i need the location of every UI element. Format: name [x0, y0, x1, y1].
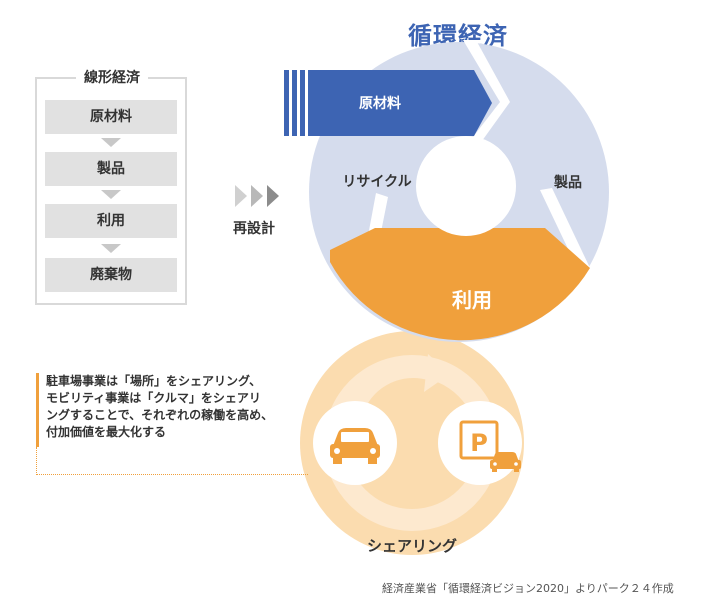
linear-step-waste: 廃棄物: [45, 258, 177, 292]
redesign-arrows-icon: [235, 185, 279, 207]
linear-step-product: 製品: [45, 152, 177, 186]
cycle-separator: [540, 188, 590, 274]
cycle-label-product: 製品: [553, 174, 582, 191]
note-connector: [36, 474, 308, 475]
cycle-separator: [463, 40, 510, 152]
note-connector: [36, 447, 37, 475]
sharing-label: シェアリング: [367, 537, 457, 555]
note-line: モビリティ事業は「クルマ」をシェアリ: [46, 391, 261, 405]
sharing-note: 駐車場事業は「場所」をシェアリング、 モビリティ事業は「クルマ」をシェアリ ング…: [36, 373, 294, 447]
redesign-label: 再設計: [233, 221, 275, 237]
raw-material-stripe: [300, 70, 305, 136]
car-icon: [313, 401, 397, 485]
sharing-swoosh-arrowhead: [424, 354, 450, 392]
parking-icon: P: [438, 401, 522, 485]
down-arrow-icon: [101, 138, 121, 147]
linear-step-use: 利用: [45, 204, 177, 238]
down-arrow-icon: [101, 244, 121, 253]
linear-step-raw-material: 原材料: [45, 100, 177, 134]
cycle-label-raw-material: 原材料: [359, 95, 401, 112]
cycle-segment-use-edge: [330, 228, 590, 341]
cycle-label-use: 利用: [452, 288, 492, 312]
note-line: ングすることで、それぞれの稼働を高め、: [46, 408, 274, 422]
note-line: 付加価値を最大化する: [46, 425, 167, 439]
parking-letter: P: [470, 429, 488, 457]
raw-material-stripe: [292, 70, 297, 136]
source-credit: 経済産業省「循環経済ビジョン2020」よりパーク２４作成: [382, 582, 674, 595]
down-arrow-icon: [101, 190, 121, 199]
raw-material-arrow: [308, 70, 492, 136]
linear-economy-title: 線形経済: [76, 68, 148, 88]
cycle-label-recycle: リサイクル: [342, 174, 411, 190]
note-line: 駐車場事業は「場所」をシェアリング、: [46, 374, 262, 388]
raw-material-stripe: [284, 70, 289, 136]
cycle-center: [416, 136, 516, 236]
